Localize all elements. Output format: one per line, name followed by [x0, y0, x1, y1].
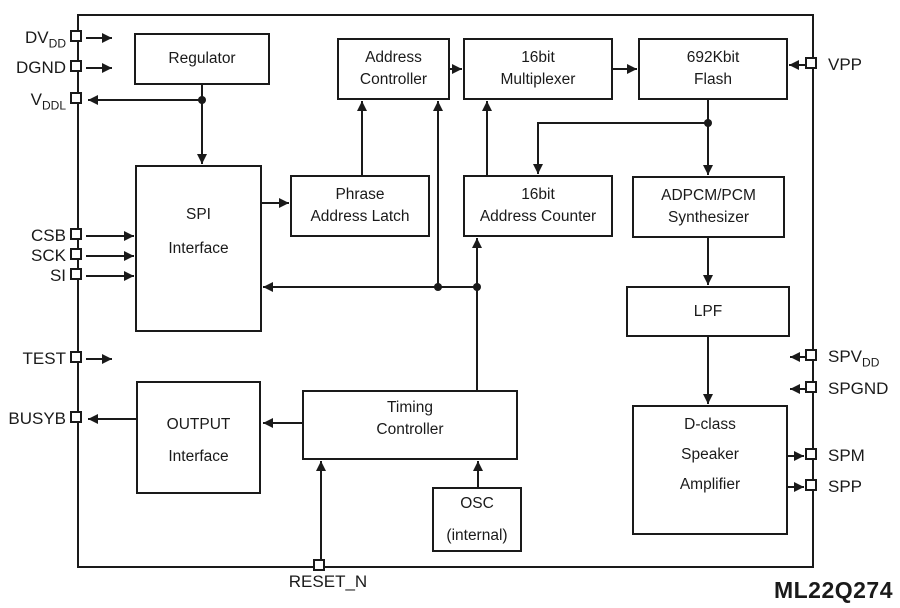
block-phrase-address-latch: Phrase Address Latch — [290, 175, 430, 237]
block-label: SPI — [186, 205, 211, 223]
pin-label-busyb: BUSYB — [8, 409, 66, 428]
pin-label-spm: SPM — [828, 446, 865, 465]
block-output-interface: OUTPUT Interface — [136, 381, 261, 494]
block-label: Speaker — [681, 446, 739, 463]
block-label: OUTPUT — [166, 415, 231, 433]
block-label: Flash — [694, 71, 732, 88]
chip-boundary — [77, 14, 814, 568]
block-lpf: LPF — [626, 286, 790, 337]
block-label: ADPCM/PCM — [661, 187, 756, 204]
block-label: Phrase — [335, 186, 385, 203]
pin-label-dgnd: DGND — [15, 58, 66, 77]
block-label: (internal) — [446, 526, 508, 544]
pin-sck — [70, 248, 82, 260]
block-label: Address Counter — [479, 208, 597, 225]
block-label: Regulator — [168, 50, 236, 67]
junction-dots — [198, 96, 712, 291]
pin-label-spp: SPP — [828, 477, 863, 496]
part-number: ML22Q274 — [773, 577, 893, 603]
pin-busyb — [70, 411, 82, 423]
pin-label-dvdd: DVDD — [25, 28, 66, 51]
pin-label-sck: SCK — [31, 246, 66, 265]
block-label: 692Kbit — [686, 49, 740, 66]
pin-spgnd — [805, 381, 817, 393]
pin-label-si: SI — [49, 266, 66, 285]
block-label: Controller — [376, 421, 444, 438]
block-dclass-speaker-amplifier: D-class Speaker Amplifier — [632, 405, 788, 535]
block-osc: OSC (internal) — [432, 487, 522, 552]
block-label: Interface — [168, 447, 229, 465]
pin-spvdd — [805, 349, 817, 361]
block-label: LPF — [693, 302, 723, 320]
pin-vpp — [805, 57, 817, 69]
block-label: D-class — [684, 416, 736, 433]
pin-label-csb: CSB — [31, 226, 66, 245]
pin-spp — [805, 479, 817, 491]
block-label: Amplifier — [679, 476, 741, 493]
pin-test — [70, 351, 82, 363]
block-address-controller: Address Controller — [337, 38, 450, 100]
block-label: Synthesizer — [668, 209, 749, 226]
block-label: Multiplexer — [500, 71, 576, 88]
block-label: Timing — [387, 399, 433, 416]
block-label: Controller — [359, 71, 428, 88]
pin-label-spvdd: SPVDD — [828, 347, 880, 370]
pin-label-vpp: VPP — [828, 55, 863, 74]
pin-label-spgnd: SPGND — [828, 379, 889, 398]
block-flash: 692Kbit Flash — [638, 38, 788, 100]
block-spi-interface: SPI Interface — [135, 165, 262, 332]
pin-dgnd — [70, 60, 82, 72]
pin-label-vddl: VDDL — [30, 90, 66, 113]
pin-reset-n — [313, 559, 325, 571]
block-16bit-address-counter: 16bit Address Counter — [463, 175, 613, 237]
pin-label-test: TEST — [22, 349, 66, 368]
block-label: 16bit — [521, 186, 555, 203]
block-label: 16bit — [521, 49, 555, 66]
pin-vddl — [70, 92, 82, 104]
block-regulator: Regulator — [134, 33, 270, 85]
block-label: Interface — [168, 239, 229, 257]
pin-dvdd — [70, 30, 82, 42]
block-16bit-multiplexer: 16bit Multiplexer — [463, 38, 613, 100]
pin-csb — [70, 228, 82, 240]
block-timing-controller: Timing Controller — [302, 390, 518, 460]
pin-spm — [805, 448, 817, 460]
block-label: OSC — [460, 494, 494, 512]
block-label: Address Latch — [310, 208, 410, 225]
pin-label-reset-n: RESET_N — [288, 572, 368, 591]
pin-si — [70, 268, 82, 280]
block-label: Address — [365, 49, 422, 66]
block-adpcm-synthesizer: ADPCM/PCM Synthesizer — [632, 176, 785, 238]
